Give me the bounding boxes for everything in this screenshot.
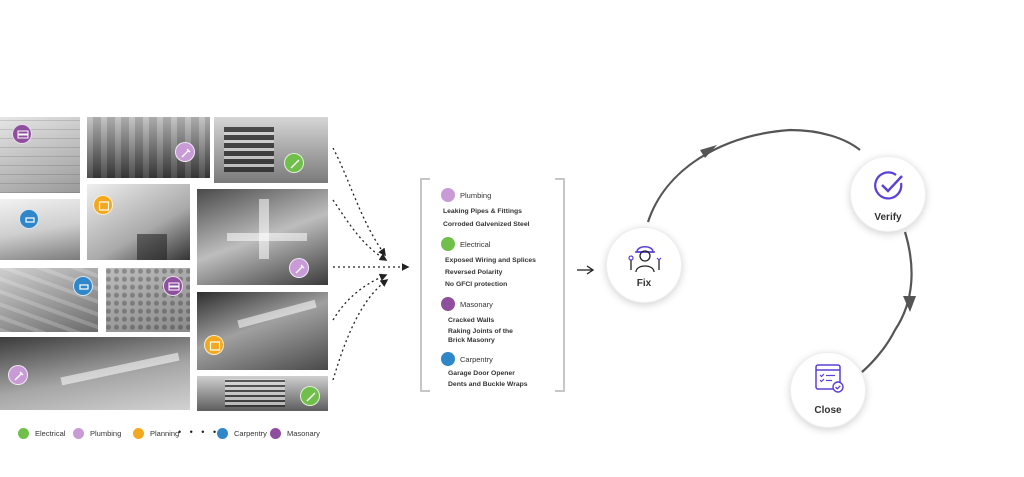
legend-carpentry: Carpentry: [217, 428, 267, 439]
issue-item: No GFCI protection: [445, 281, 508, 288]
legend-planning: Planning: [133, 428, 179, 439]
cycle-arc-fix-verify: [646, 128, 861, 223]
issue-item: Raking Joints of the Brick Masonry: [448, 328, 513, 344]
plumbing-badge-2: [289, 258, 309, 278]
legend-masonary: Masonary: [270, 428, 320, 439]
fix-node: Fix: [606, 227, 682, 303]
category-title: Carpentry: [460, 354, 493, 364]
photo-plumbing-basement: [0, 337, 190, 410]
saw-icon: [217, 428, 228, 439]
legend-label: Masonary: [287, 429, 320, 438]
electrical-badge: [284, 153, 304, 173]
category-title: Plumbing: [460, 190, 492, 200]
wire-icon: [441, 237, 455, 251]
issue-item: Garage Door Opener: [448, 370, 515, 377]
list-bracket-right: [555, 178, 565, 392]
carpentry-badge: [19, 209, 39, 229]
photo-electrical-vent: [197, 376, 328, 411]
photo-carpentry-floor: [0, 199, 80, 260]
legend-label: Electrical: [35, 429, 66, 438]
blueprint-icon: [133, 428, 144, 439]
carpentry-badge-2: [73, 276, 93, 296]
issue-item: Corroded Galvenized Steel: [443, 221, 530, 228]
checkmark-icon: [874, 171, 903, 200]
photo-electrical-panel: [214, 117, 328, 183]
legend-label: Plumbing: [90, 429, 122, 438]
technician-icon: [628, 246, 662, 273]
close-node: Close: [790, 352, 866, 428]
photo-planning-room: [87, 184, 190, 260]
issue-item: Dents and Buckle Wraps: [448, 381, 528, 388]
planning-badge: [93, 195, 113, 215]
close-label: Close: [814, 405, 842, 416]
masonry-badge: [12, 124, 32, 144]
dotted-arrow-2: [332, 199, 388, 261]
plumbing-badge-3: [8, 365, 28, 385]
brick-icon: [270, 428, 281, 439]
plumbing-badge: [175, 142, 195, 162]
issue-item: Cracked Walls: [448, 317, 495, 324]
verify-node: Verify: [850, 156, 926, 232]
dotted-arrow-5: [332, 279, 389, 381]
legend-label: Carpentry: [234, 429, 267, 438]
photo-pipes-under-sink: [197, 189, 328, 285]
cycle-arc-verify-close: [861, 231, 913, 373]
photo-masonry-wall: [0, 117, 80, 193]
fix-label: Fix: [636, 278, 652, 289]
masonry-badge-2: [163, 276, 183, 296]
category-title: Electrical: [460, 239, 491, 249]
wire-icon: [18, 428, 29, 439]
saw-icon: [441, 352, 455, 366]
category-carpentry: Carpentry: [441, 352, 493, 366]
legend-dots: • • • •: [178, 427, 220, 437]
photo-carpentry-siding: [0, 268, 98, 332]
legend-label: Planning: [150, 429, 180, 438]
dotted-arrow-4: [332, 273, 388, 321]
list-bracket-left: [420, 178, 430, 392]
issue-item: Reversed Polarity: [445, 269, 503, 276]
brick-icon: [441, 297, 455, 311]
photo-pipes-ceiling: [87, 117, 210, 178]
electrical-badge-2: [300, 386, 320, 406]
issue-item: Leaking Pipes & Fittings: [443, 208, 522, 215]
checklist-window-icon: [815, 364, 844, 393]
issue-item: Exposed Wiring and Splices: [445, 257, 536, 264]
verify-label: Verify: [874, 212, 902, 223]
wrench-icon: [73, 428, 84, 439]
photo-planning-laundry: [197, 292, 328, 370]
dotted-arrow-1: [332, 147, 386, 257]
photo-masonry-crack: [106, 268, 190, 332]
category-plumbing: Plumbing: [441, 188, 491, 202]
legend-electrical: Electrical: [18, 428, 65, 439]
legend-plumbing: Plumbing: [73, 428, 121, 439]
category-masonary: Masonary: [441, 297, 493, 311]
category-electrical: Electrical: [441, 237, 490, 251]
category-title: Masonary: [460, 299, 493, 309]
wrench-icon: [441, 188, 455, 202]
planning-badge-2: [204, 335, 224, 355]
